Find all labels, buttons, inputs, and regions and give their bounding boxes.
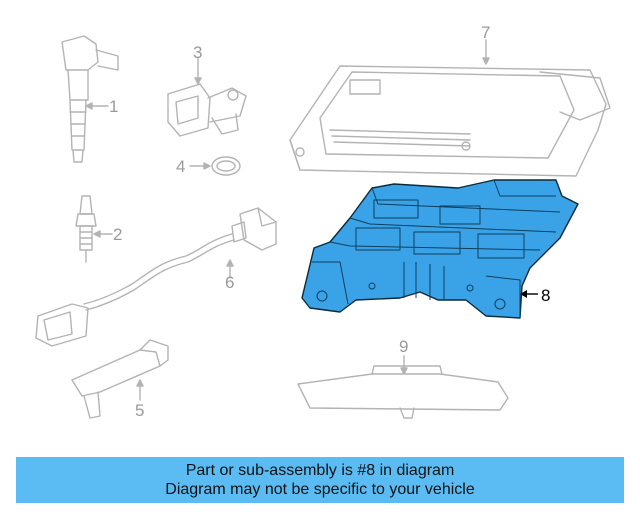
banner-line-1: Part or sub-assembly is #8 in diagram <box>185 462 455 479</box>
callout-3: 3 <box>193 43 203 62</box>
harness-sensor-part[interactable] <box>35 207 277 347</box>
callout-9: 9 <box>399 337 409 356</box>
callout-8: 8 <box>541 286 551 305</box>
callout-7: 7 <box>481 23 491 42</box>
camshaft-sensor-part[interactable] <box>167 83 247 137</box>
speed-sensor-part[interactable] <box>71 339 169 419</box>
mounting-rail-part[interactable] <box>297 365 509 419</box>
info-banner: Part or sub-assembly is #8 in diagram Di… <box>16 457 624 503</box>
ignition-coil-part[interactable] <box>61 35 119 163</box>
callout-6: 6 <box>225 273 235 292</box>
o-ring-part[interactable] <box>211 156 241 176</box>
spark-plug-part[interactable] <box>75 195 97 263</box>
banner-line-2: Diagram may not be specific to your vehi… <box>165 481 475 498</box>
engine-control-module-part[interactable] <box>289 65 611 177</box>
exploded-parts-drawing <box>35 35 611 419</box>
control-module-bracket-part[interactable] <box>301 179 579 319</box>
callout-1: 1 <box>109 97 119 116</box>
callout-2: 2 <box>113 225 123 244</box>
callout-5: 5 <box>135 401 145 420</box>
callout-4: 4 <box>176 157 186 176</box>
